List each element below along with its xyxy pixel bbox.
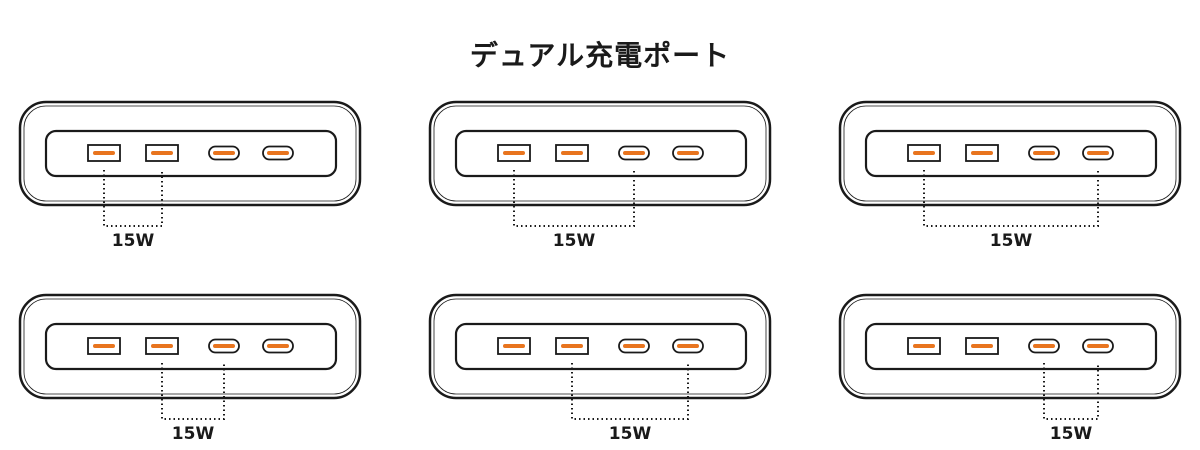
usb-a-port-tongue (971, 151, 993, 155)
usb-c-port-tongue (623, 344, 645, 348)
usb-a-port-tongue (503, 344, 525, 348)
usb-a-port-tongue (503, 151, 525, 155)
power-label: 15W (112, 231, 155, 251)
usb-c-port-tongue (1033, 151, 1055, 155)
panel-inner-outline (433, 298, 767, 395)
port-slot (454, 129, 748, 178)
panel-inner-outline (23, 105, 357, 202)
power-bank-panel: 15W (428, 293, 772, 444)
power-bank-panel: 15W (18, 100, 362, 251)
usb-c-port-tongue (623, 151, 645, 155)
diagram-title: デュアル充電ポート (469, 39, 731, 72)
power-bank-panel: 15W (838, 100, 1182, 251)
usb-a-port-tongue (151, 151, 173, 155)
pair-connector-dotted-line (513, 170, 635, 227)
port-slot (864, 322, 1158, 371)
port-slot (44, 129, 338, 178)
usb-a-port-tongue (561, 151, 583, 155)
power-label: 15W (172, 424, 215, 444)
pair-connector-dotted-line (571, 363, 689, 420)
usb-a-port-tongue (151, 344, 173, 348)
power-bank-panel: 15W (428, 100, 772, 251)
usb-c-port-tongue (677, 151, 699, 155)
power-label: 15W (1050, 424, 1093, 444)
port-slot (454, 322, 748, 371)
usb-a-port-tongue (93, 151, 115, 155)
panel-inner-outline (23, 298, 357, 395)
usb-c-port-tongue (1087, 344, 1109, 348)
pair-connector-dotted-line (923, 170, 1099, 227)
usb-c-port-tongue (267, 151, 289, 155)
pair-connector-dotted-line (103, 170, 163, 227)
usb-a-port-tongue (93, 344, 115, 348)
pair-connector-dotted-line (1043, 363, 1099, 420)
usb-a-port-tongue (971, 344, 993, 348)
port-slot (44, 322, 338, 371)
usb-c-port-tongue (1033, 344, 1055, 348)
power-label: 15W (990, 231, 1033, 251)
panel-inner-outline (843, 105, 1177, 202)
panel-inner-outline (433, 105, 767, 202)
panel-inner-outline (843, 298, 1177, 395)
usb-c-port-tongue (213, 151, 235, 155)
port-slot (864, 129, 1158, 178)
usb-c-port-tongue (267, 344, 289, 348)
usb-a-port-tongue (913, 344, 935, 348)
usb-c-port-tongue (213, 344, 235, 348)
power-bank-panel: 15W (838, 293, 1182, 444)
usb-a-port-tongue (913, 151, 935, 155)
power-label: 15W (609, 424, 652, 444)
usb-a-port-tongue (561, 344, 583, 348)
pair-connector-dotted-line (161, 363, 225, 420)
power-bank-panel: 15W (18, 293, 362, 444)
usb-c-port-tongue (677, 344, 699, 348)
usb-c-port-tongue (1087, 151, 1109, 155)
power-label: 15W (553, 231, 596, 251)
